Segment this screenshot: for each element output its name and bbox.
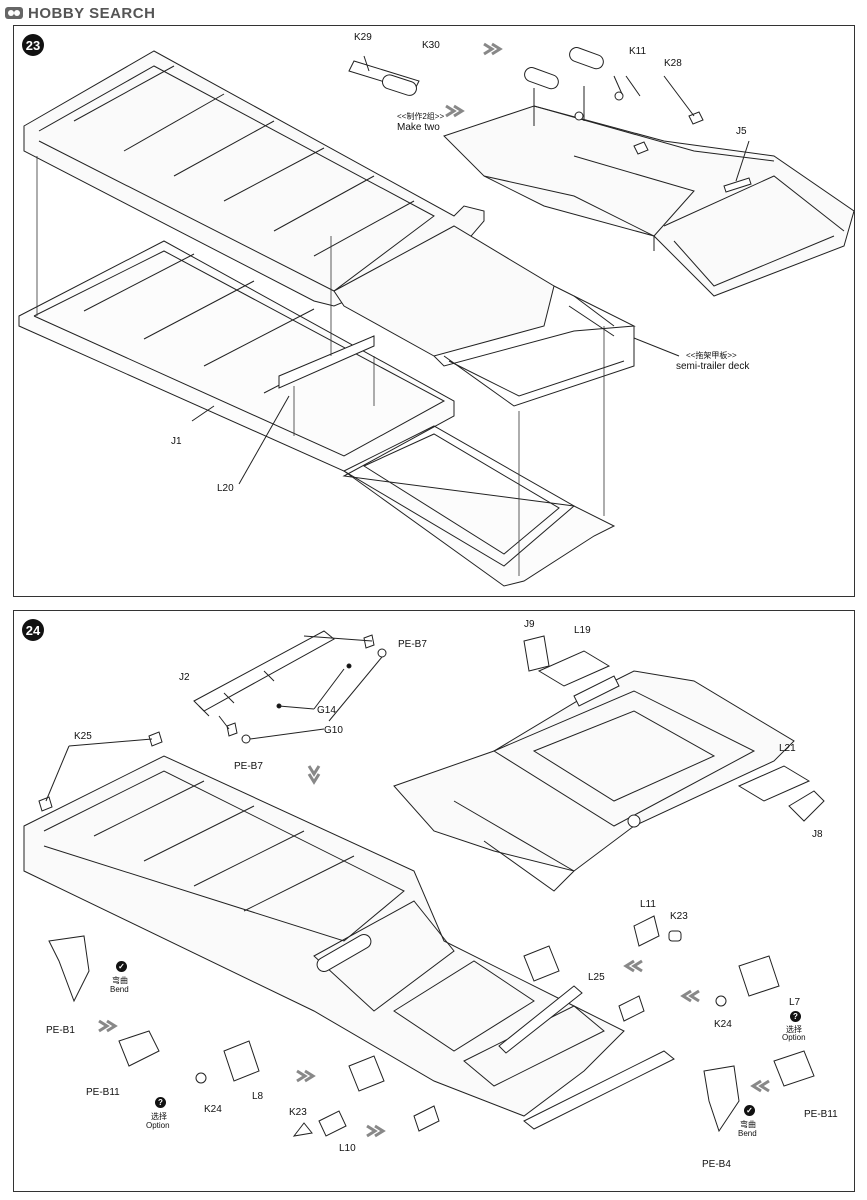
- label-k29: K29: [354, 32, 372, 43]
- label-l19: L19: [574, 625, 591, 636]
- label-j5: J5: [736, 126, 747, 137]
- part-l20: [278, 335, 375, 389]
- label-k25: K25: [74, 731, 92, 742]
- label-option-right: Option: [782, 1033, 806, 1042]
- label-pe-b7-bottom: PE-B7: [234, 761, 263, 772]
- label-l11: L11: [640, 899, 656, 910]
- label-k30: K30: [422, 40, 440, 51]
- step-24-number: 24: [22, 619, 44, 641]
- part-l19: [537, 650, 611, 687]
- label-l7: L7: [789, 997, 801, 1008]
- label-l8: L8: [252, 1091, 264, 1102]
- label-k11: K11: [629, 46, 647, 57]
- label-l25: L25: [588, 972, 605, 983]
- label-g10: G10: [324, 725, 343, 736]
- label-bend-cn-right: 弯曲: [740, 1120, 756, 1129]
- label-k24-left: K24: [204, 1104, 222, 1115]
- label-l10: L10: [339, 1143, 356, 1154]
- step-23-number: 23: [22, 34, 44, 56]
- logo-mark-icon: [5, 7, 23, 19]
- part-l11: [633, 915, 660, 947]
- label-make-two: Make two: [397, 122, 440, 133]
- label-pe-b1: PE-B1: [46, 1025, 75, 1036]
- rear-chassis-right: [393, 635, 825, 892]
- label-bend-left: Bend: [110, 985, 129, 994]
- parts-k29-k30: [348, 55, 420, 96]
- label-deck-cn: <<拖架甲板>>: [686, 351, 737, 360]
- part-pe-b11-right: [773, 1050, 815, 1087]
- part-l10: [318, 1110, 347, 1137]
- label-j1: J1: [171, 436, 182, 447]
- logo-text: HOBBY SEARCH: [28, 4, 156, 22]
- part-l8: [223, 1040, 260, 1082]
- step-24-panel: 24: [13, 610, 855, 1192]
- part-pe-b1: [48, 935, 90, 1003]
- label-pe-b11-right: PE-B11: [804, 1109, 838, 1120]
- part-pe-b11-left: [118, 1030, 160, 1067]
- part-j9: [523, 635, 550, 672]
- label-k28: K28: [664, 58, 682, 69]
- label-option-left: Option: [146, 1121, 170, 1130]
- option-icon-right: ?: [790, 1011, 801, 1022]
- option-icon-left: ?: [155, 1097, 166, 1108]
- rear-deck-detail: [443, 47, 854, 297]
- label-pe-b4: PE-B4: [702, 1159, 731, 1170]
- label-g14: G14: [317, 705, 336, 716]
- label-option-cn-left: 选择: [151, 1112, 167, 1121]
- label-j2: J2: [179, 672, 190, 683]
- label-k23-left: K23: [289, 1107, 307, 1118]
- label-j8: J8: [812, 829, 823, 840]
- part-pe-b4: [703, 1065, 740, 1133]
- label-pe-b7-top: PE-B7: [398, 639, 427, 650]
- step-24-diagram: [23, 630, 825, 1138]
- part-l25: [498, 985, 583, 1054]
- label-make-two-cn: <<制作2组>>: [397, 112, 445, 121]
- bend-icon-right: ✓: [744, 1105, 755, 1116]
- part-j8: [788, 790, 825, 822]
- part-l7: [738, 955, 780, 997]
- label-bend-cn-left: 弯曲: [112, 976, 128, 985]
- label-l20: L20: [217, 483, 234, 494]
- hobby-search-logo: HOBBY SEARCH: [4, 3, 155, 23]
- upper-chassis-frame: [23, 50, 636, 407]
- label-pe-b11-left: PE-B11: [86, 1087, 120, 1098]
- bend-icon-left: ✓: [116, 961, 127, 972]
- label-semi-trailer-deck: semi-trailer deck: [676, 361, 750, 372]
- label-k23-right: K23: [670, 911, 688, 922]
- step-23-panel: 23: [13, 25, 855, 597]
- label-j9: J9: [524, 619, 535, 630]
- part-l21: [737, 765, 811, 802]
- step-23-diagram: [18, 42, 854, 587]
- main-chassis-left: [23, 755, 675, 1130]
- label-bend-right: Bend: [738, 1129, 757, 1138]
- label-option-cn-right: 选择: [786, 1025, 802, 1034]
- label-k24-right: K24: [714, 1019, 732, 1030]
- label-l21: L21: [779, 743, 796, 754]
